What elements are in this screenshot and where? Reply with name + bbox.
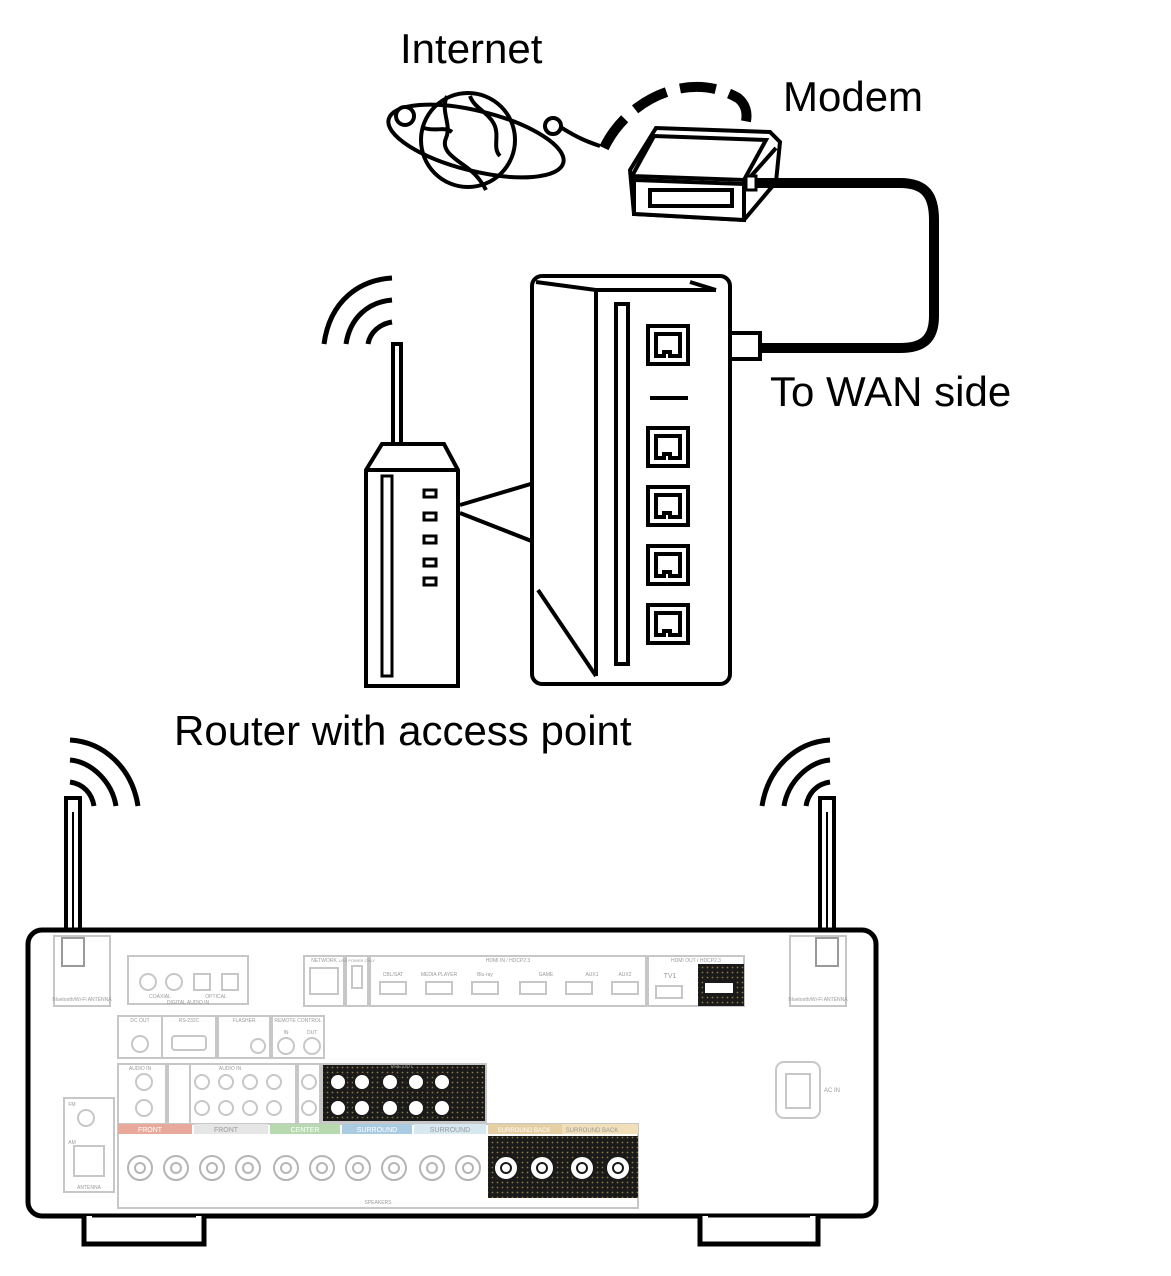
network-label: NETWORK <box>311 958 337 964</box>
hdmi-input-6-label: AUX2 <box>618 972 631 978</box>
audio-in-left-label: AUDIO IN <box>129 1066 152 1072</box>
bt-antenna-right-label: Bluetooth/Wi-Fi ANTENNA <box>788 997 848 1003</box>
hdmi-input-1-label: CBL/SAT <box>383 972 403 978</box>
hdmi-input-2-label: MEDIA PLAYER <box>421 972 458 978</box>
modem-label: Modem <box>783 73 924 120</box>
surround-back-terminals <box>493 1155 631 1181</box>
optical-label: OPTICAL <box>205 994 227 1000</box>
ac-in-label: AC IN <box>824 1088 840 1094</box>
router-label: Router with access point <box>174 707 632 754</box>
pre-out-label: PRE OUT <box>391 1064 413 1070</box>
dc-out-label: DC OUT <box>130 1018 149 1024</box>
hdmi-in-label: HDMI IN / HDCP2.3 <box>486 958 531 964</box>
surround-back-l-label: SURROUND BACK <box>566 1128 619 1134</box>
hdmi-input-3-label: Blu-ray <box>477 972 493 978</box>
flasher-label: FLASHER <box>232 1018 255 1024</box>
speaker-terminals <box>127 1155 481 1181</box>
digital-audio-in-label: DIGITAL AUDIO IN <box>167 1000 210 1006</box>
coaxial-label: COAXIAL <box>149 994 171 1000</box>
remote-control-label: REMOTE CONTROL <box>274 1018 321 1024</box>
fm-label: FM <box>68 1102 75 1108</box>
speakers-label: SPEAKERS <box>365 1200 393 1206</box>
router-icon <box>321 275 535 688</box>
internet-label: Internet <box>400 25 543 72</box>
front-r-label: FRONT <box>138 1127 163 1134</box>
speaker-color-headers <box>118 1124 638 1134</box>
surround-r-label: SURROUND <box>357 1127 397 1134</box>
bt-wifi-antenna-terminals <box>53 935 847 1007</box>
left-antenna-icon <box>64 737 141 938</box>
hdmi-out-label: HDMI OUT / HDCP2.3 <box>671 958 721 964</box>
wan-port <box>646 324 690 366</box>
right-antenna-icon <box>759 737 836 938</box>
modem-icon <box>627 125 783 223</box>
hdmi-input-4-label: GAME <box>539 972 554 978</box>
am-label: AM <box>68 1140 76 1146</box>
wan-side-label: To WAN side <box>770 368 1012 415</box>
hdmi-input-5-label: AUX1 <box>585 972 598 978</box>
rs232c-label: RS-232C <box>179 1018 200 1024</box>
hdmi-out-port <box>703 981 735 995</box>
rear-panel-connectors <box>63 955 821 1209</box>
center-label: CENTER <box>291 1127 320 1134</box>
remote-out-label: OUT <box>307 1030 318 1036</box>
surround-back-r-label: SURROUND BACK <box>498 1128 551 1134</box>
front-l-label: FRONT <box>214 1127 239 1134</box>
surround-l-label: SURROUND <box>430 1127 470 1134</box>
tv-label: TV1 <box>664 973 677 980</box>
internet-globe-icon <box>386 91 601 191</box>
lan-ports <box>646 426 690 645</box>
router-port-panel <box>530 274 732 686</box>
antenna-label: ANTENNA <box>77 1185 102 1191</box>
internet-dashed-link <box>599 81 752 151</box>
wan-cable <box>756 178 939 353</box>
audio-in-label: AUDIO IN <box>219 1066 242 1072</box>
usb-power-label: USB POWER ONLY <box>339 958 375 963</box>
bt-antenna-left-label: Bluetooth/Wi-Fi ANTENNA <box>52 997 112 1003</box>
remote-in-label: IN <box>284 1030 289 1036</box>
pre-out-block <box>321 1063 487 1123</box>
